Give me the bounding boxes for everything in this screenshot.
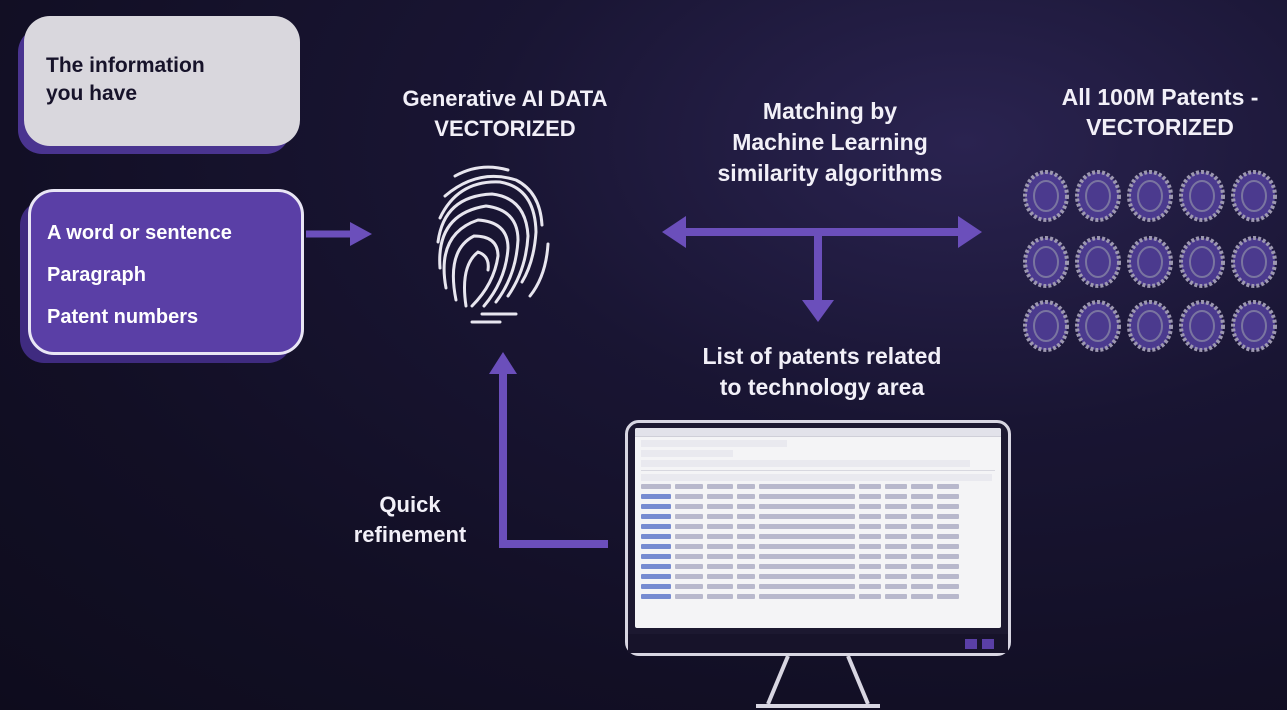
table-row — [641, 494, 995, 501]
patent-vector-icon — [1023, 170, 1069, 222]
patent-vector-icon — [1075, 170, 1121, 222]
refinement-line2: refinement — [353, 522, 467, 547]
patent-vector-grid — [1023, 170, 1277, 352]
input-type-patent-numbers: Patent numbers — [47, 306, 199, 328]
refinement-label: Quick refinement — [330, 490, 490, 550]
screen-filter-row — [641, 460, 971, 467]
information-box: The information you have — [24, 16, 300, 146]
table-row — [641, 594, 995, 601]
patent-vector-icon — [1231, 300, 1277, 352]
generative-line1: Generative AI DATA — [402, 86, 608, 111]
table-row — [641, 564, 995, 571]
table-row — [641, 584, 995, 591]
patent-vector-icon — [1127, 236, 1173, 288]
table-row — [641, 504, 995, 511]
table-row — [641, 514, 995, 521]
input-type-sentence: A word or sentence — [47, 222, 232, 244]
generative-title: Generative AI DATA VECTORIZED — [360, 84, 650, 144]
table-row — [641, 524, 995, 531]
matching-line2: Machine Learning — [732, 129, 928, 155]
patents-line1: All 100M Patents - — [1061, 84, 1259, 110]
refinement-line1: Quick — [379, 492, 441, 517]
patent-vector-icon — [1075, 300, 1121, 352]
screen-toolbar-row — [641, 440, 788, 447]
results-label: List of patents related to technology ar… — [672, 341, 972, 403]
results-screen — [635, 428, 1001, 628]
table-row — [641, 574, 995, 581]
results-line2: to technology area — [719, 374, 925, 400]
patent-vector-icon — [1075, 236, 1121, 288]
patents-line2: VECTORIZED — [1086, 114, 1234, 140]
patent-vector-icon — [1127, 300, 1173, 352]
patent-vector-icon — [1179, 236, 1225, 288]
results-monitor — [625, 420, 1011, 710]
table-header — [641, 484, 995, 491]
patent-vector-icon — [1023, 236, 1069, 288]
refinement-arrow — [489, 352, 608, 548]
matching-label: Matching by Machine Learning similarity … — [695, 96, 965, 189]
patent-vector-icon — [1179, 300, 1225, 352]
input-type-paragraph: Paragraph — [47, 264, 146, 286]
screen-tab-bar — [635, 428, 1001, 437]
patent-vector-icon — [1023, 300, 1069, 352]
input-types-box: A word or sentence Paragraph Patent numb… — [28, 189, 304, 355]
fingerprint-icon — [436, 165, 550, 324]
screen-search-row — [641, 474, 993, 481]
generative-line2: VECTORIZED — [434, 116, 576, 141]
matching-line3: similarity algorithms — [717, 160, 943, 186]
table-row — [641, 544, 995, 551]
patent-vector-icon — [1179, 170, 1225, 222]
information-title-line1: The information — [46, 54, 205, 77]
patent-vector-icon — [1231, 170, 1277, 222]
matching-double-arrow — [662, 216, 982, 322]
monitor-button — [965, 639, 977, 649]
screen-divider — [641, 470, 995, 471]
monitor-stand — [756, 655, 880, 708]
matching-line1: Matching by — [762, 98, 898, 124]
screen-toolbar-row — [641, 450, 733, 457]
table-row — [641, 534, 995, 541]
monitor-button — [982, 639, 994, 649]
patent-vector-icon — [1231, 236, 1277, 288]
patent-vector-icon — [1127, 170, 1173, 222]
monitor-bezel — [628, 634, 1008, 653]
input-to-vector-arrow — [306, 222, 372, 246]
results-line1: List of patents related — [702, 343, 942, 369]
table-row — [641, 554, 995, 561]
information-title-line2: you have — [46, 82, 138, 105]
patents-title: All 100M Patents - VECTORIZED — [1030, 82, 1287, 142]
